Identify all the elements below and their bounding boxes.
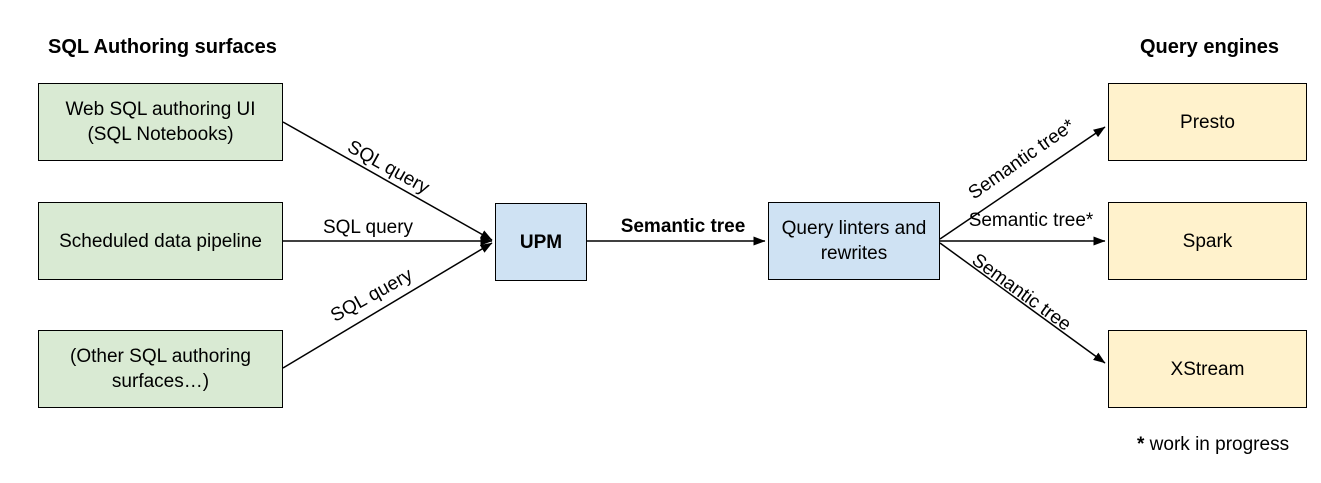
footnote-text: work in progress: [1144, 434, 1290, 455]
edge-other-to-upm: [282, 242, 493, 369]
box-query-linters-and-rewrites: Query linters and rewrites: [768, 202, 940, 280]
box-other-sql-authoring-surfaces: (Other SQL authoring surfaces…): [38, 330, 283, 408]
box-upm: UPM: [495, 203, 587, 281]
edge-label-sql-query-pipeline: SQL query: [322, 217, 414, 238]
edge-linters-to-xstream: [939, 242, 1106, 364]
box-presto: Presto: [1108, 83, 1307, 161]
left-section-header: SQL Authoring surfaces: [48, 36, 277, 58]
edge-label-semantic-tree-main: Semantic tree: [620, 216, 746, 237]
box-scheduled-data-pipeline: Scheduled data pipeline: [38, 202, 283, 280]
edge-label-semantic-tree-spark: Semantic tree*: [968, 210, 1094, 231]
footnote-work-in-progress: * work in progress: [1137, 434, 1289, 456]
edge-websql-to-upm: [282, 121, 493, 241]
footnote-asterisk: *: [1137, 434, 1145, 455]
edge-linters-to-presto: [939, 126, 1106, 240]
right-section-header: Query engines: [1140, 36, 1279, 58]
box-xstream: XStream: [1108, 330, 1307, 408]
box-web-sql-authoring-ui: Web SQL authoring UI (SQL Notebooks): [38, 83, 283, 161]
box-spark: Spark: [1108, 202, 1307, 280]
